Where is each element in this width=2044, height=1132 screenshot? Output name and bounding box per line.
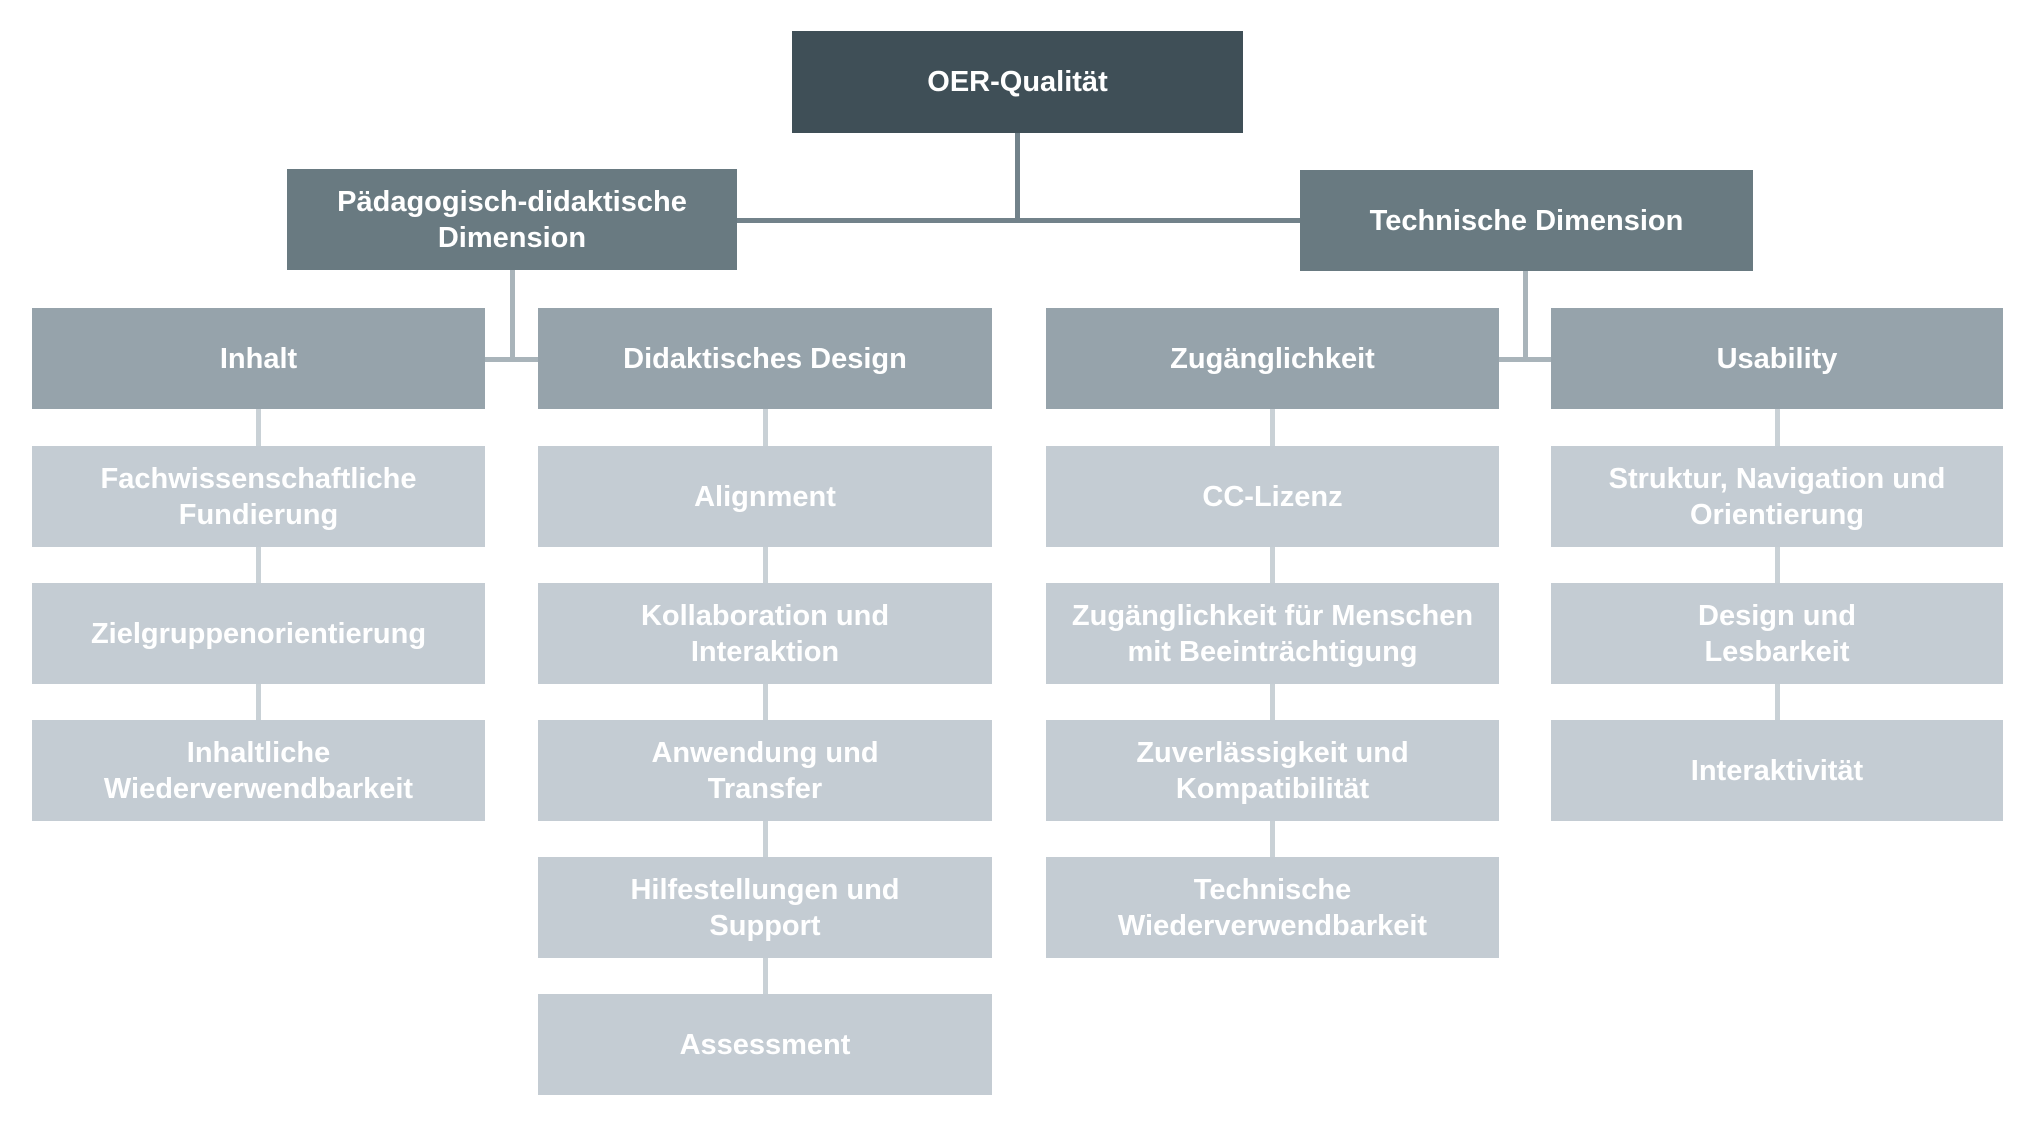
dimension-label: Pädagogisch-didaktische Dimension bbox=[337, 185, 687, 254]
item-box-kollaboration-und-interaktion: Kollaboration und Interaktion bbox=[538, 583, 992, 684]
item-label: Zielgruppenorientierung bbox=[90, 617, 427, 650]
category-label: Usability bbox=[1716, 342, 1838, 375]
category-header-inhalt: Inhalt bbox=[32, 308, 485, 409]
connector-item-vertical bbox=[1775, 547, 1780, 583]
item-label: Hilfestellungen und Support bbox=[630, 873, 900, 942]
item-label: Alignment bbox=[694, 480, 836, 513]
item-label: Kollaboration und Interaktion bbox=[640, 599, 890, 668]
connector-item-vertical bbox=[1775, 409, 1780, 446]
category-header-usability: Usability bbox=[1551, 308, 2003, 409]
dimension-box-technisch: Technische Dimension bbox=[1300, 170, 1753, 271]
connector-item-vertical bbox=[256, 409, 261, 446]
category-header-zugaenglichkeit: Zugänglichkeit bbox=[1046, 308, 1499, 409]
item-box-fachwissenschaftliche-fundierung: Fachwissenschaftliche Fundierung bbox=[32, 446, 485, 547]
root-box: OER-Qualität bbox=[792, 31, 1243, 133]
item-box-assessment: Assessment bbox=[538, 994, 992, 1095]
item-label: Design und Lesbarkeit bbox=[1698, 599, 1856, 668]
connector-item-vertical bbox=[1270, 684, 1275, 720]
connector-technisch-horizontal bbox=[1499, 357, 1551, 362]
connector-item-vertical bbox=[763, 684, 768, 720]
item-box-anwendung-und-transfer: Anwendung und Transfer bbox=[538, 720, 992, 821]
connector-item-vertical bbox=[763, 958, 768, 994]
category-header-didaktisches-design: Didaktisches Design bbox=[538, 308, 992, 409]
category-label: Didaktisches Design bbox=[623, 342, 907, 375]
item-label: Anwendung und Transfer bbox=[651, 736, 879, 805]
connector-item-vertical bbox=[256, 547, 261, 583]
item-label: Assessment bbox=[679, 1028, 851, 1061]
root-label: OER-Qualität bbox=[927, 66, 1108, 98]
connector-item-vertical bbox=[1775, 684, 1780, 720]
connector-technisch-vertical bbox=[1523, 271, 1528, 362]
item-box-alignment: Alignment bbox=[538, 446, 992, 547]
item-box-design-und-lesbarkeit: Design und Lesbarkeit bbox=[1551, 583, 2003, 684]
item-label: Inhaltliche Wiederverwendbarkeit bbox=[103, 736, 414, 805]
connector-paedagogisch-vertical bbox=[510, 270, 515, 362]
item-label: CC-Lizenz bbox=[1202, 480, 1343, 513]
connector-item-vertical bbox=[1270, 821, 1275, 857]
item-box-hilfestellungen-und-support: Hilfestellungen und Support bbox=[538, 857, 992, 958]
item-label: Technische Wiederverwendbarkeit bbox=[1117, 873, 1428, 942]
item-box-technische-wiederverwendbarkeit: Technische Wiederverwendbarkeit bbox=[1046, 857, 1499, 958]
dimension-label: Technische Dimension bbox=[1369, 204, 1684, 237]
connector-item-vertical bbox=[763, 409, 768, 446]
category-label: Zugänglichkeit bbox=[1170, 342, 1375, 375]
item-label: Fachwissenschaftliche Fundierung bbox=[100, 462, 417, 531]
item-box-zielgruppenorientierung: Zielgruppenorientierung bbox=[32, 583, 485, 684]
connector-item-vertical bbox=[763, 821, 768, 857]
item-box-interaktivitaet: Interaktivität bbox=[1551, 720, 2003, 821]
connector-item-vertical bbox=[763, 547, 768, 583]
connector-item-vertical bbox=[1270, 409, 1275, 446]
item-box-cc-lizenz: CC-Lizenz bbox=[1046, 446, 1499, 547]
item-box-inhaltliche-wiederverwendbarkeit: Inhaltliche Wiederverwendbarkeit bbox=[32, 720, 485, 821]
connector-paedagogisch-horizontal bbox=[485, 357, 538, 362]
item-label: Interaktivität bbox=[1690, 754, 1864, 787]
item-box-zugaenglichkeit-fuer-menschen: Zugänglichkeit für Menschen mit Beeinträ… bbox=[1046, 583, 1499, 684]
dimension-box-paedagogisch-didaktisch: Pädagogisch-didaktische Dimension bbox=[287, 169, 737, 270]
connector-root-horizontal bbox=[737, 218, 1300, 223]
connector-item-vertical bbox=[1270, 547, 1275, 583]
item-box-struktur-navigation-orientierung: Struktur, Navigation und Orientierung bbox=[1551, 446, 2003, 547]
item-label: Zuverlässigkeit und Kompatibilität bbox=[1136, 736, 1409, 805]
connector-item-vertical bbox=[256, 684, 261, 720]
item-label: Zugänglichkeit für Menschen mit Beeinträ… bbox=[1071, 599, 1474, 668]
item-box-zuverlaessigkeit-und-kompatibilitaet: Zuverlässigkeit und Kompatibilität bbox=[1046, 720, 1499, 821]
category-label: Inhalt bbox=[219, 342, 298, 375]
connector-root-vertical bbox=[1015, 133, 1020, 223]
item-label: Struktur, Navigation und Orientierung bbox=[1608, 462, 1946, 531]
